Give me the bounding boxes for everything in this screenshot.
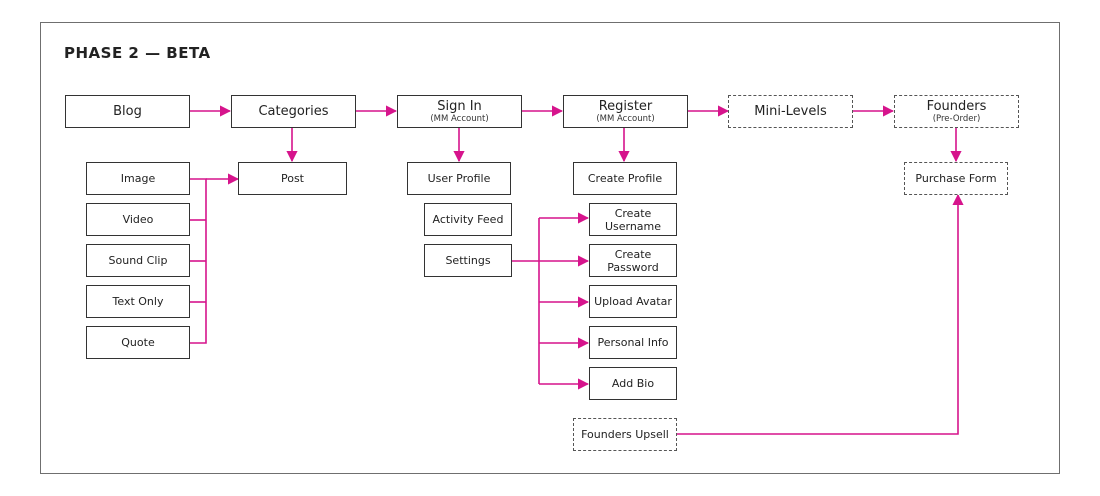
node-register-label: Register (598, 99, 653, 114)
node-upload-avatar: Upload Avatar (589, 285, 677, 318)
node-register: Register (MM Account) (563, 95, 688, 128)
node-user-profile-label: User Profile (427, 172, 491, 185)
node-mini-levels-label: Mini-Levels (754, 104, 827, 119)
node-founders: Founders (Pre-Order) (894, 95, 1019, 128)
node-create-password-line2: Password (607, 260, 659, 274)
node-settings-label: Settings (445, 254, 491, 267)
node-upload-avatar-label: Upload Avatar (594, 295, 672, 308)
node-sound-clip: Sound Clip (86, 244, 190, 277)
node-purchase-form: Purchase Form (904, 162, 1008, 195)
node-quote-label: Quote (121, 336, 155, 349)
node-categories-label: Categories (258, 104, 329, 119)
node-sign-in-sub: (MM Account) (430, 114, 489, 124)
node-founders-sub: (Pre-Order) (932, 114, 981, 124)
node-mini-levels: Mini-Levels (728, 95, 853, 128)
node-create-username-line1: Create (614, 206, 652, 220)
node-create-username-line2: Username (604, 219, 662, 233)
node-image-label: Image (120, 172, 156, 185)
node-personal-info: Personal Info (589, 326, 677, 359)
node-create-password-line1: Create (614, 247, 652, 261)
node-founders-label: Founders (926, 99, 987, 114)
node-quote: Quote (86, 326, 190, 359)
node-text-only: Text Only (86, 285, 190, 318)
node-register-sub: (MM Account) (596, 114, 655, 124)
node-text-only-label: Text Only (112, 295, 164, 308)
diagram-frame (40, 22, 1060, 474)
node-categories: Categories (231, 95, 356, 128)
node-post-label: Post (280, 172, 304, 185)
node-create-password: Create Password (589, 244, 677, 277)
node-blog-label: Blog (113, 104, 142, 119)
arrow-upsell-purchaseform (677, 193, 964, 435)
node-settings: Settings (424, 244, 512, 277)
node-sign-in: Sign In (MM Account) (397, 95, 522, 128)
node-purchase-form-label: Purchase Form (915, 172, 997, 185)
node-create-profile-label: Create Profile (587, 172, 663, 185)
phase-title: PHASE 2 — BETA (64, 44, 211, 62)
node-blog: Blog (65, 95, 190, 128)
node-create-profile: Create Profile (573, 162, 677, 195)
node-user-profile: User Profile (407, 162, 511, 195)
node-video: Video (86, 203, 190, 236)
node-activity-feed-label: Activity Feed (432, 213, 504, 226)
node-add-bio-label: Add Bio (611, 377, 655, 390)
node-post: Post (238, 162, 347, 195)
node-video-label: Video (122, 213, 154, 226)
node-sound-clip-label: Sound Clip (108, 254, 168, 267)
node-sign-in-label: Sign In (437, 99, 482, 114)
node-founders-upsell: Founders Upsell (573, 418, 677, 451)
node-founders-upsell-label: Founders Upsell (581, 428, 669, 441)
node-personal-info-label: Personal Info (597, 336, 669, 349)
node-image: Image (86, 162, 190, 195)
node-activity-feed: Activity Feed (424, 203, 512, 236)
node-create-username: Create Username (589, 203, 677, 236)
node-add-bio: Add Bio (589, 367, 677, 400)
